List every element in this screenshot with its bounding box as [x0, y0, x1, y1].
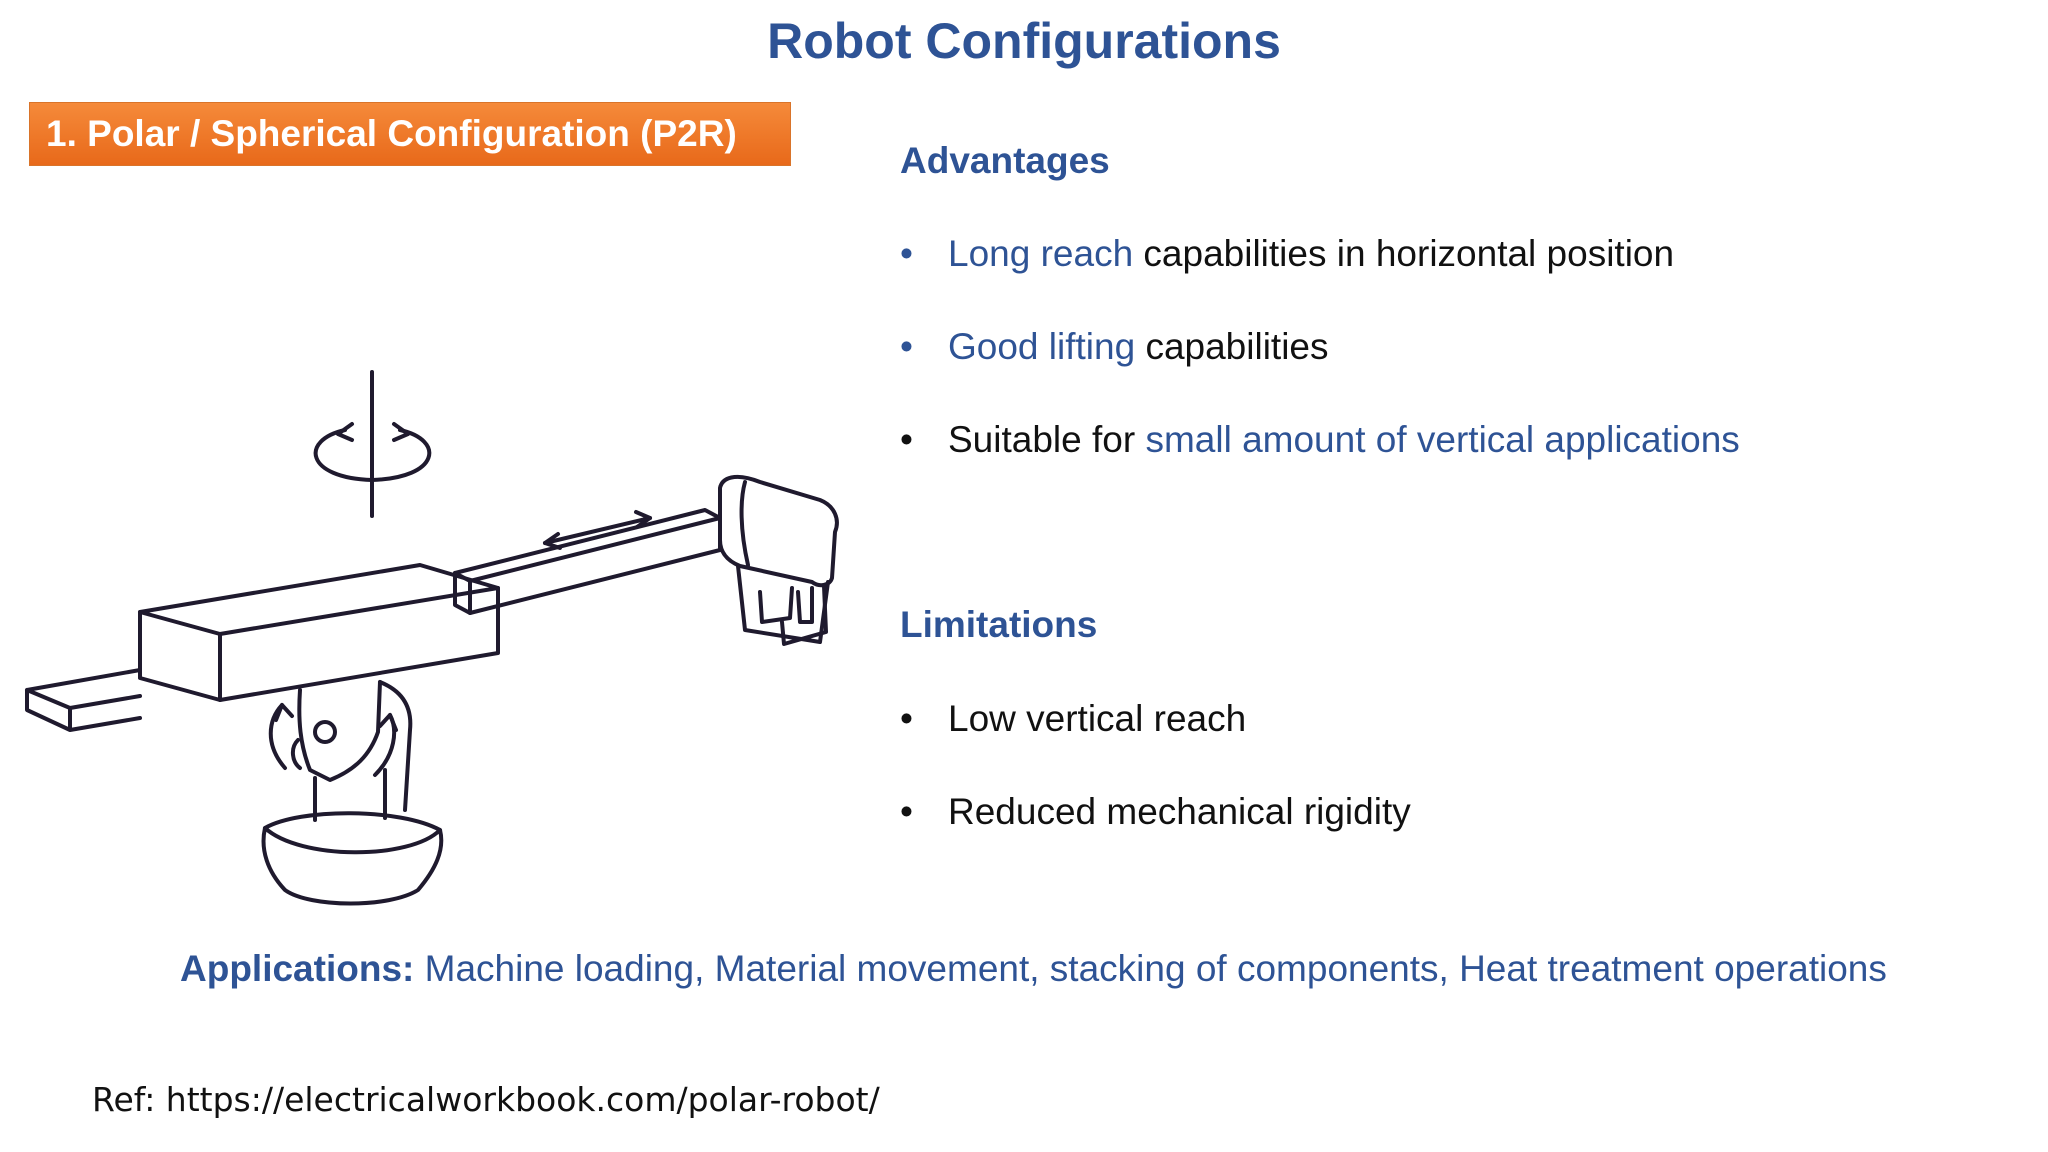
limitations-heading: Limitations [900, 604, 1098, 645]
advantage-item-1: • Long reach capabilities in horizontal p… [900, 233, 1674, 275]
bullet-dot: • [900, 419, 913, 460]
advantages-heading: Advantages [900, 140, 1110, 181]
applications-text: Machine loading, Material movement, stac… [414, 948, 1887, 989]
extending-arm [453, 508, 722, 615]
bullet-dot: • [900, 698, 913, 739]
limitation-text: Reduced mechanical rigidity [948, 791, 1411, 832]
rotation-arrow [313, 428, 432, 482]
slide-title: Robot Configurations [767, 13, 1281, 69]
advantage-text: Suitable for [948, 419, 1146, 460]
elbow-joint [297, 680, 382, 782]
advantage-highlight: small amount of vertical applications [1145, 419, 1740, 460]
bullet-dot: • [900, 791, 913, 832]
applications-line: Applications: Machine loading, Material … [180, 948, 1887, 990]
bullet-dot: • [900, 326, 913, 367]
advantage-item-3: • Suitable for small amount of vertical a… [900, 419, 1740, 461]
advantage-highlight: Long reach [948, 233, 1134, 274]
advantage-text: capabilities in horizontal position [1133, 233, 1675, 274]
polar-robot-diagram [25, 370, 839, 906]
advantage-text: capabilities [1135, 326, 1329, 367]
limitation-item-1: • Low vertical reach [900, 698, 1246, 740]
gripper-head [718, 474, 839, 588]
rear-arm [25, 668, 142, 732]
advantage-highlight: Good lifting [948, 326, 1136, 367]
main-body [138, 563, 500, 702]
advantage-item-2: • Good lifting capabilities [900, 326, 1329, 368]
limitation-item-2: • Reduced mechanical rigidity [900, 791, 1411, 833]
section-banner: 1. Polar / Spherical Configuration (P2R) [29, 102, 791, 166]
gripper-fingers [758, 584, 828, 646]
linear-arrow [543, 516, 652, 545]
base [261, 811, 444, 906]
applications-label: Applications: [180, 948, 415, 989]
bullet-dot: • [900, 233, 913, 274]
limitation-text: Low vertical reach [948, 698, 1247, 739]
reference-link[interactable]: Ref: https://electricalworkbook.com/pola… [92, 1080, 880, 1119]
